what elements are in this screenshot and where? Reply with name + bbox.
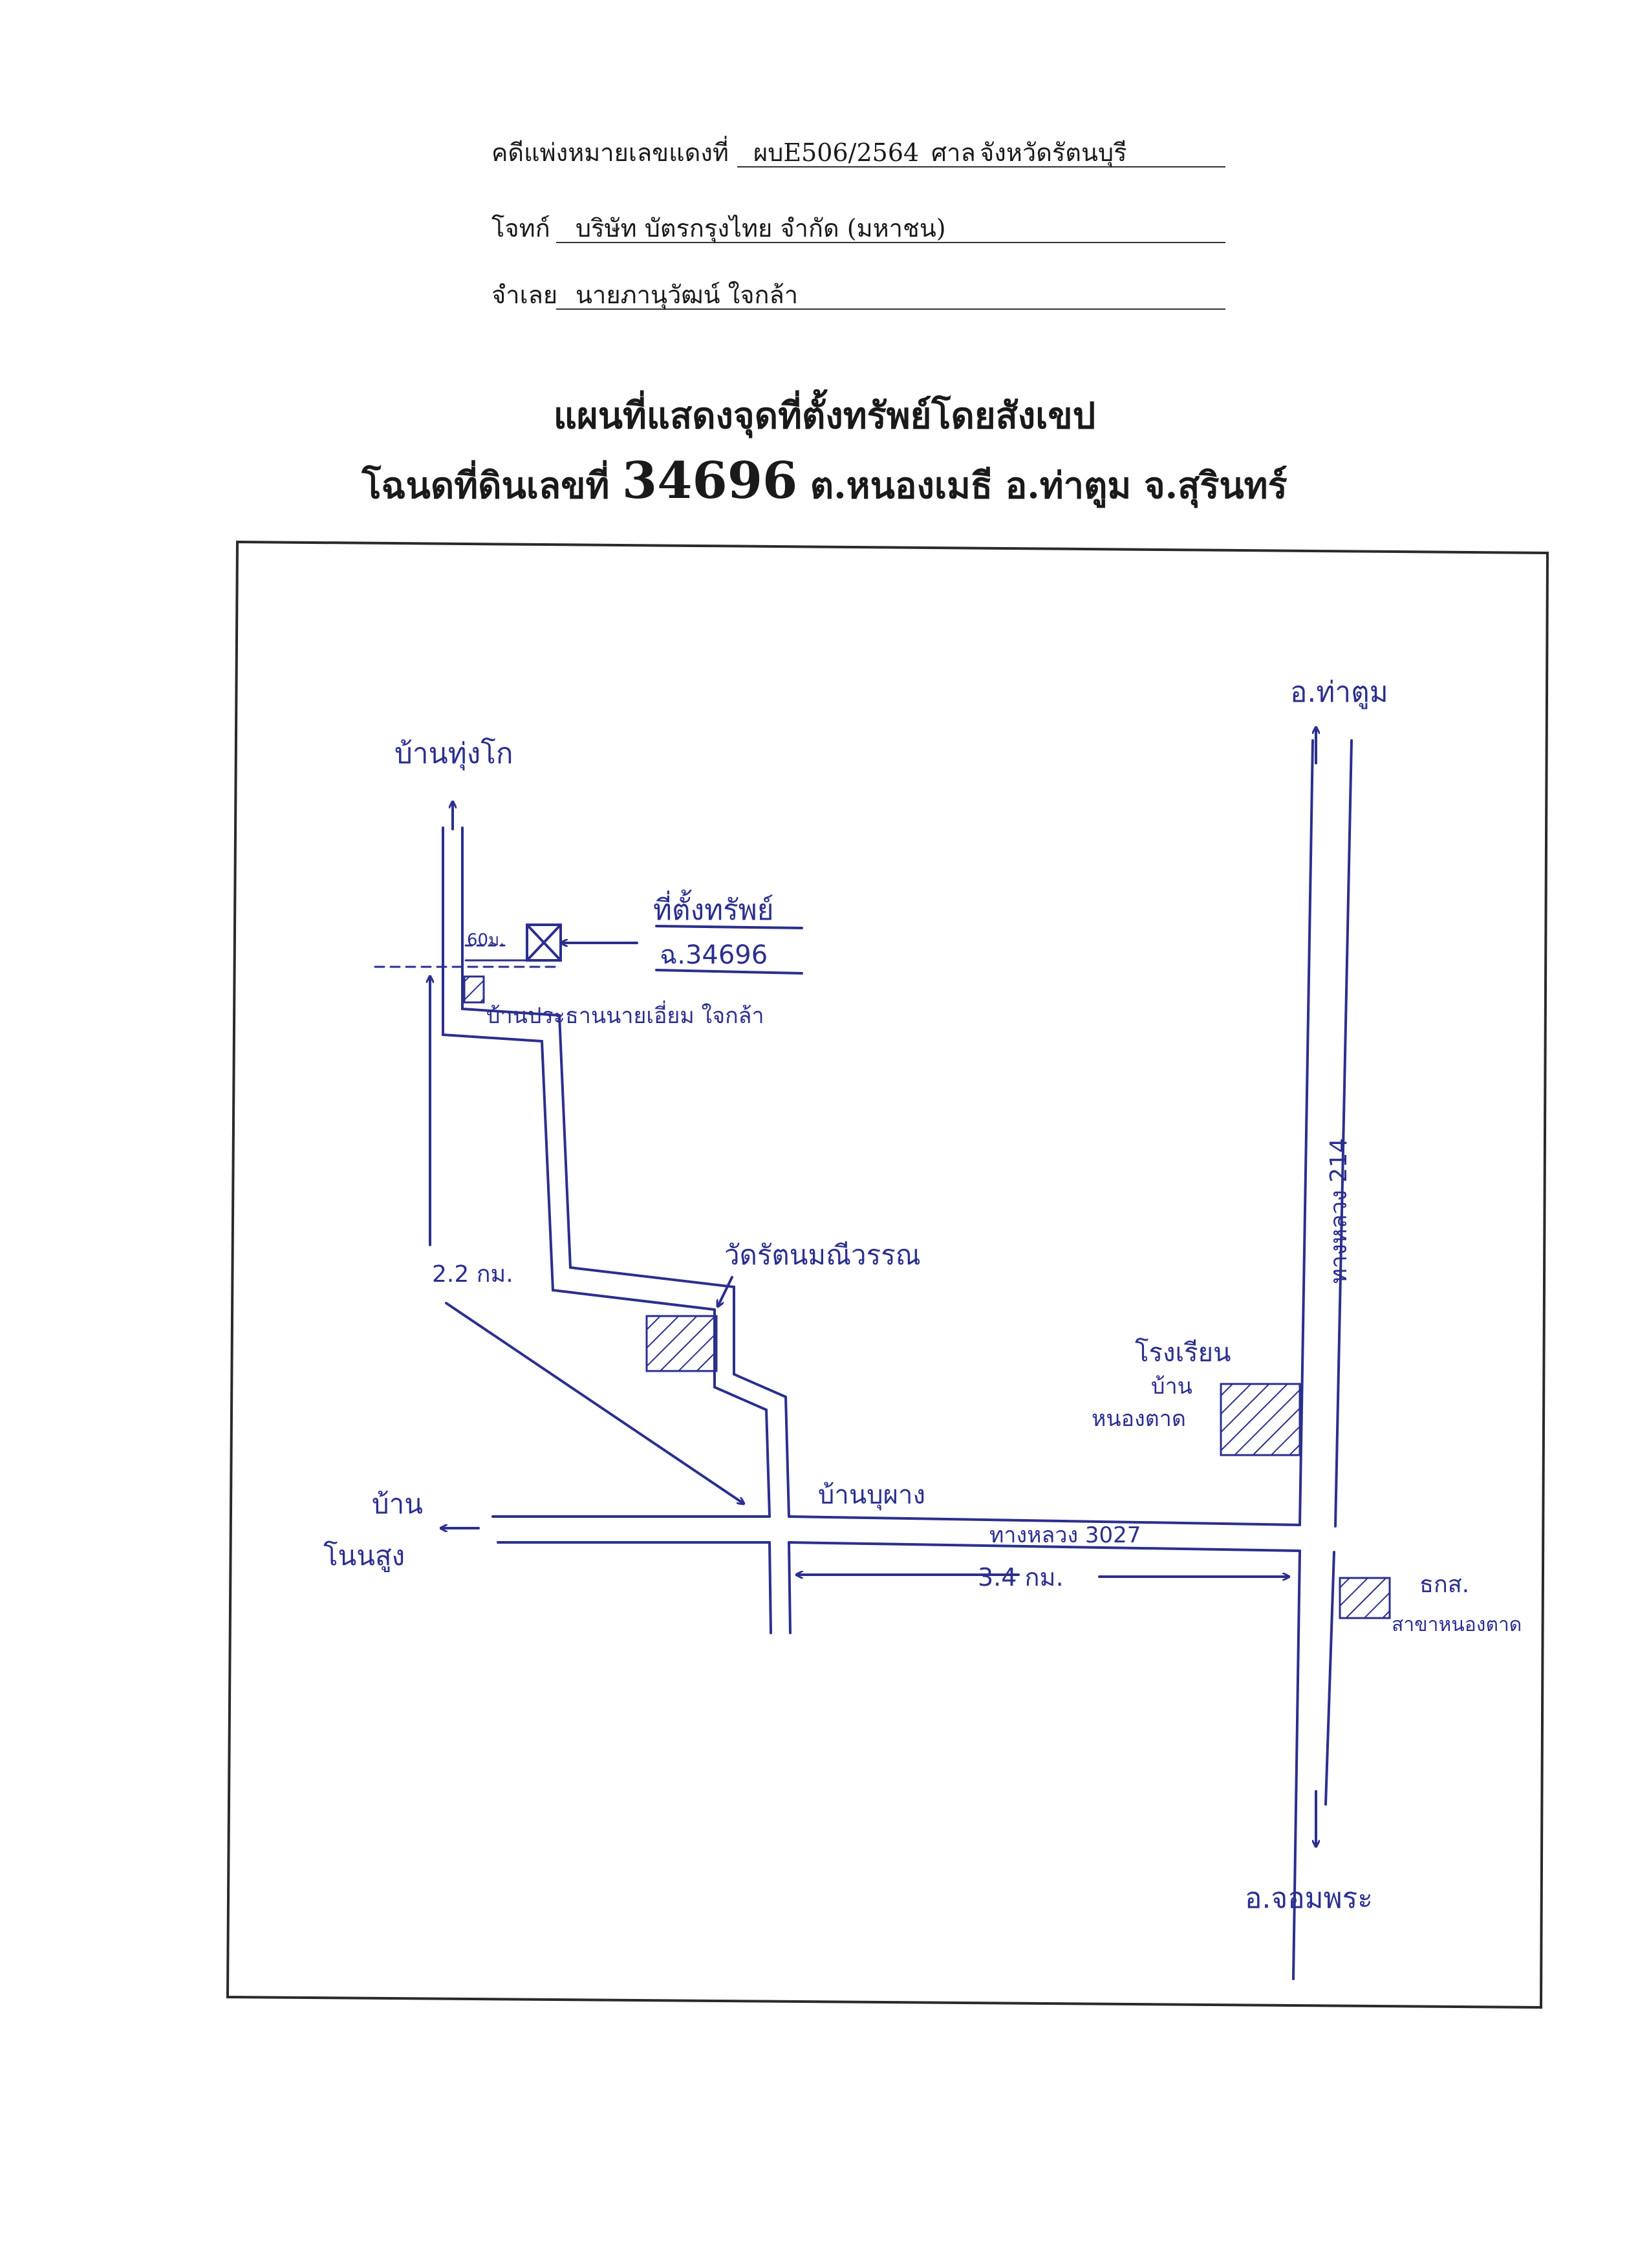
label-distance-22: 2.2 กม. [432,1261,513,1288]
plaintiff-label: โจทก์ [491,214,550,243]
label-ban-non-sung-2: โนนสูง [323,1540,405,1572]
headman-house-block [463,975,485,1004]
distance-arrow-diagonal [445,1302,744,1504]
label-chom-phra: อ.จอมพระ [1245,1882,1373,1915]
defendant-name: นายภานุวัฒน์ ใจกล้า [576,281,799,309]
map-frame [226,540,1549,2009]
label-ban-thung-ko: บ้านทุ่งโก [394,737,513,771]
road-south-east-edge [788,1541,792,1634]
wat-pointer [718,1276,733,1306]
label-headman-house: บ้านประธานนายเอี่ยม ใจกล้า [486,1000,764,1029]
case-label: คดีแพ่งหมายเลขแดงที่ [491,138,729,167]
label-baac-1: ธกส. [1419,1571,1469,1598]
school-block [1220,1383,1301,1456]
defendant-underline [556,308,1225,310]
highway-3027-south-edge [497,1541,1301,1552]
label-wat: วัดรัตนมณีวรรณ [724,1239,921,1271]
label-property-deed: ฉ.34696 [660,940,768,970]
deed-number: 34696 [621,451,798,510]
case-underline [737,166,1225,167]
label-highway-3027: ทางหลวง 3027 [989,1522,1141,1548]
label-property-title: ที่ตั้งทรัพย์ [653,889,773,927]
property-deed-underline [655,969,803,975]
plaintiff-underline [556,242,1225,243]
label-tha-tum: อ.ท่าตูม [1290,676,1388,709]
road-south-west-edge [768,1541,772,1634]
village-road-west-edge [442,826,771,1518]
highway-214-east-edge [1324,739,1353,1806]
deed-location: ต.หนองเมธี อ.ท่าตูม จ.สุรินทร์ [810,464,1288,507]
label-school-1: โรงเรียน [1135,1338,1231,1368]
label-distance-small: 60ม. [467,931,505,950]
court-label: ศาล [931,138,976,167]
label-school-2: บ้าน [1151,1374,1192,1399]
highway-214-west-edge [1292,739,1314,1980]
label-highway-214: ทางหลวง 214 [1326,1138,1352,1284]
label-ban-bu-phang: บ้านบุผาง [818,1480,925,1511]
property-title-underline [655,925,803,929]
baac-block [1339,1577,1391,1619]
case-number: ผบE506/2564 [753,138,920,167]
map-subtitle: โฉนดที่ดินเลขที่ 34696 ต.หนองเมธี อ.ท่าต… [0,451,1649,514]
highway-3027-north-edge [491,1515,1301,1526]
label-ban-non-sung-1: บ้าน [372,1488,423,1520]
village-road-east-edge [461,826,790,1518]
label-school-3: หนองตาด [1092,1406,1186,1432]
defendant-label: จำเลย [491,281,558,309]
plaintiff-name: บริษัท บัตรกรุงไทย จำกัด (มหาชน) [576,214,946,243]
label-distance-34: 3.4 กม. [978,1563,1064,1592]
property-marker [526,923,562,962]
map-title: แผนที่แสดงจุดที่ตั้งทรัพย์โดยสังเขป [553,394,1096,437]
wat-block [645,1315,718,1372]
court-name: จังหวัดรัตนบุรี [980,138,1127,167]
label-baac-2: สาขาหนองตาด [1392,1614,1522,1636]
deed-prefix: โฉนดที่ดินเลขที่ [361,464,610,507]
